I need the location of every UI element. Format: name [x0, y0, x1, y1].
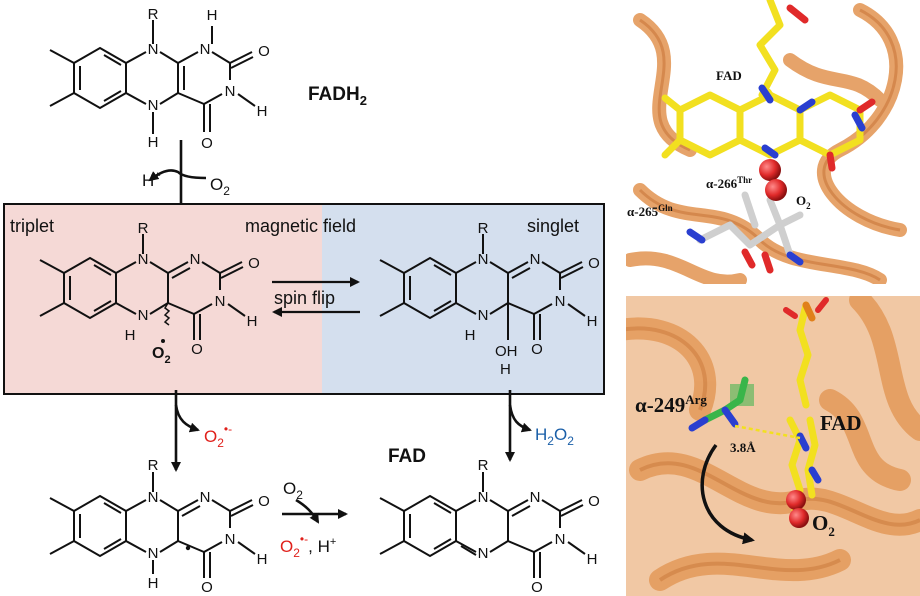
- superoxide-release-label: O2•-: [204, 422, 232, 450]
- peroxide-release-label: H2O2: [535, 425, 574, 448]
- atom-label: O: [531, 341, 543, 358]
- intermediate-box: [3, 203, 605, 395]
- atom-label: O: [531, 579, 543, 596]
- atom-label: H: [148, 575, 159, 592]
- atom-label: H: [148, 134, 159, 151]
- atom-label: N: [148, 97, 159, 114]
- singlet-region: [322, 204, 604, 394]
- triplet-region: [4, 204, 322, 394]
- atom-label: N: [555, 531, 566, 548]
- atom-label: H: [587, 551, 598, 568]
- atom-label: O: [588, 255, 600, 272]
- o2-label-step1: O2: [210, 175, 230, 198]
- atom-label: N: [478, 545, 489, 562]
- atom-label: N: [148, 489, 159, 506]
- atom-label: N: [138, 307, 149, 324]
- atom-label: N: [530, 251, 541, 268]
- atom-label: N: [148, 41, 159, 58]
- atom-label: N: [148, 545, 159, 562]
- atom-label: N: [215, 293, 226, 310]
- hydroperoxy-label: OH: [495, 343, 518, 360]
- triplet-label: triplet: [10, 216, 54, 236]
- spin-flip-label: spin flip: [274, 288, 335, 308]
- atom-label: R: [148, 6, 159, 23]
- atom-label: N: [225, 531, 236, 548]
- residue-265-label: α-265Gln: [627, 203, 673, 219]
- fad-label-top: FAD: [716, 68, 742, 83]
- atom-label: N: [225, 83, 236, 100]
- semiquinone-atoms: R N N O N H O N H: [148, 457, 270, 596]
- atom-label: N: [478, 489, 489, 506]
- fad-atoms: R N N O N H O N: [478, 457, 600, 596]
- atom-label: N: [478, 251, 489, 268]
- triplet-flavin-structure: [39, 234, 246, 340]
- triplet-atoms: R N N O N H O N H: [125, 220, 260, 358]
- protein-structure-top: [626, 0, 920, 284]
- atom-label: R: [138, 220, 149, 237]
- atom-label: H: [587, 313, 598, 330]
- atom-label: R: [148, 457, 159, 474]
- fad-label-bottom: FAD: [820, 411, 862, 435]
- o2-label-step3: O2: [283, 479, 303, 502]
- atom-label: O: [201, 579, 213, 596]
- superoxide-adduct-label: O2: [152, 345, 171, 366]
- singlet-flavin-structure: [379, 234, 586, 340]
- residue-266-label: α-266Thr: [706, 175, 752, 191]
- o2-label-top: O2: [796, 193, 811, 211]
- radical-dot: [185, 545, 191, 551]
- atom-label: O: [588, 493, 600, 510]
- fadh2-label: FADH2: [308, 84, 367, 108]
- atom-label: H: [207, 7, 218, 24]
- atom-label: H: [257, 103, 268, 120]
- atom-label: O: [248, 255, 260, 272]
- step2-arrows: [171, 390, 532, 472]
- atom-label: R: [478, 457, 489, 474]
- fadh2-structure: [49, 20, 256, 134]
- radical-dot: [161, 339, 165, 343]
- singlet-atoms: R N N O N H O N H OH H: [465, 220, 600, 378]
- fad-label: FAD: [388, 446, 426, 467]
- fad-structure: [379, 472, 586, 578]
- atom-label: H: [500, 361, 511, 378]
- o2-label-bottom: O2: [812, 511, 835, 539]
- magnetic-field-label: magnetic field: [245, 216, 356, 236]
- atom-label: N: [200, 41, 211, 58]
- atom-label: N: [478, 307, 489, 324]
- atom-label: H: [247, 313, 258, 330]
- fadh2-atoms: R N N H N H O N H O: [148, 6, 270, 152]
- h-plus-label: H+: [142, 170, 161, 190]
- atom-label: N: [138, 251, 149, 268]
- step3-byproducts-label: O2•-, H+: [280, 532, 336, 560]
- atom-label: O: [201, 135, 213, 152]
- atom-label: H: [465, 327, 476, 344]
- atom-label: O: [191, 341, 203, 358]
- atom-label: H: [125, 327, 136, 344]
- protein-structure-bottom: [626, 296, 920, 596]
- semiquinone-structure: [49, 472, 256, 578]
- atom-label: N: [555, 293, 566, 310]
- atom-label: H: [257, 551, 268, 568]
- atom-label: O: [258, 43, 270, 60]
- equilibrium-arrows: [272, 277, 360, 317]
- step3-arrows: [282, 498, 348, 524]
- singlet-label: singlet: [527, 216, 579, 236]
- atom-label: O: [258, 493, 270, 510]
- distance-label: 3.8Å: [730, 440, 756, 455]
- atom-label: N: [190, 251, 201, 268]
- atom-label: N: [200, 489, 211, 506]
- residue-249-label: α-249Arg: [635, 392, 707, 417]
- atom-label: N: [530, 489, 541, 506]
- atom-label: R: [478, 220, 489, 237]
